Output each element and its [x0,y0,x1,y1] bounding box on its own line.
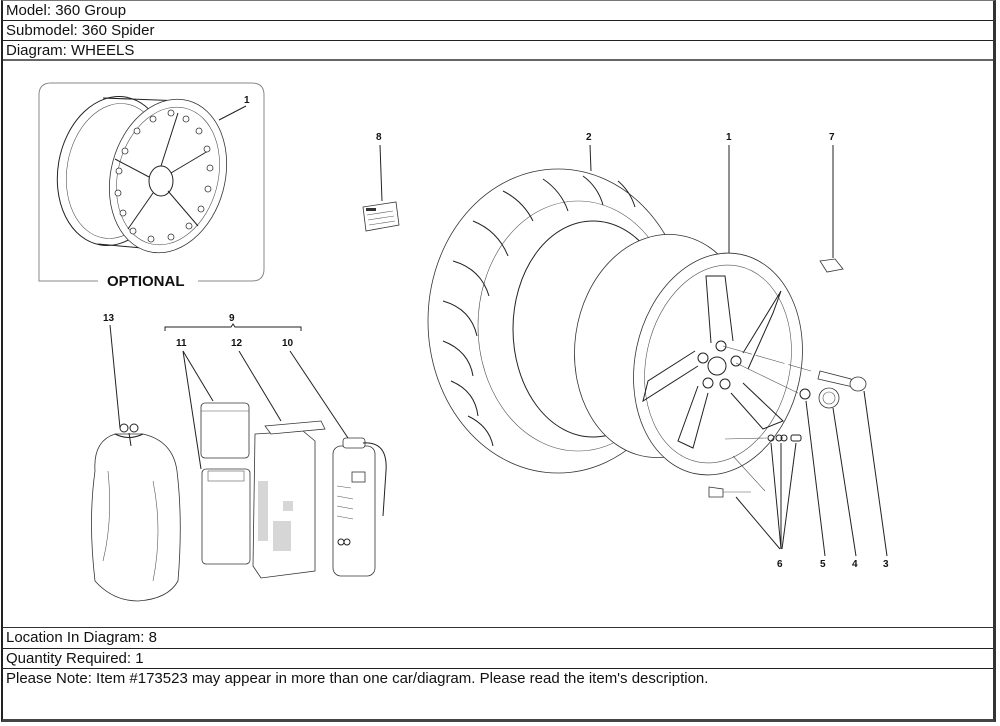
submodel-row: Submodel: 360 Spider [3,21,993,41]
diagram-label: Diagram: WHEELS [6,42,135,59]
quantity-row: Quantity Required: 1 [3,649,993,669]
model-row: Model: 360 Group [3,1,993,21]
note-row: Please Note: Item #173523 may appear in … [3,669,993,720]
wheel-bolt-3: 3 [722,345,889,570]
callout-1-optional: 1 [244,95,250,106]
callout-3: 3 [883,559,889,570]
tire-pressure-label-8: 8 [362,132,400,232]
storage-bag: 13 [91,313,181,602]
kit-bracket-9: 9 11 12 10 [164,313,349,470]
callout-9: 9 [229,313,235,324]
callout-6: 6 [777,559,783,570]
callout-12: 12 [231,338,243,349]
valve-parts-6: 6 [708,434,802,570]
callout-2: 2 [586,132,592,143]
optional-caption: OPTIONAL [107,273,185,290]
repair-kit-case [252,420,326,579]
diagram-row: Diagram: WHEELS [3,41,993,61]
callout-10: 10 [282,338,294,349]
callout-8: 8 [376,132,382,143]
location-label: Location In Diagram: 8 [6,629,157,646]
balance-weight-7: 7 [819,132,844,273]
callout-13: 13 [103,313,115,324]
o-ring-5: 5 [735,362,826,570]
center-cap-4: 4 [818,387,858,570]
callout-11: 11 [176,338,187,349]
optional-wheel-panel: OPTIONAL [38,82,265,290]
wheel-1: 1 [574,132,803,476]
wheels-exploded-diagram: OPTIONAL [38,82,889,602]
callout-4: 4 [852,559,858,570]
diagram-image: OPTIONAL [3,61,993,628]
submodel-label: Submodel: 360 Spider [6,22,155,39]
repair-kit-box [200,402,251,565]
quantity-label: Quantity Required: 1 [6,650,144,667]
model-label: Model: 360 Group [6,2,127,19]
callout-line-1-optional [218,105,247,121]
item-note: Please Note: Item #173523 may appear in … [6,670,709,687]
callout-5: 5 [820,559,826,570]
tire-sealant-can [332,437,387,577]
callout-7: 7 [829,132,835,143]
callout-1: 1 [726,132,732,143]
location-row: Location In Diagram: 8 [3,628,993,649]
